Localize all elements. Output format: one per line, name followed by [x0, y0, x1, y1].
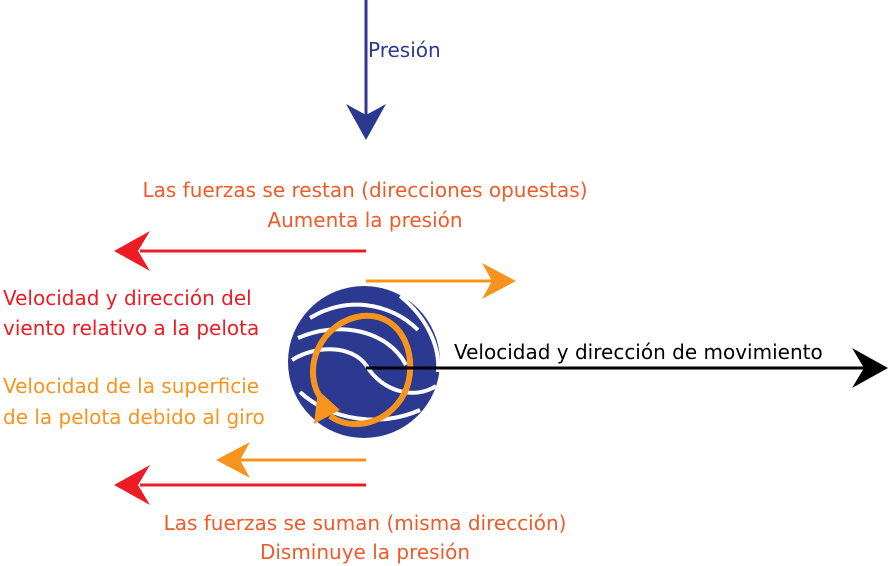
wind-label-line2: viento relativo a la pelota [3, 316, 260, 340]
bottom-forces-label: Las fuerzas se suman (misma dirección) [163, 511, 567, 535]
pressure-label: Presión [368, 38, 441, 62]
spin-label-line2: de la pelota debido al giro [3, 405, 265, 429]
bottom-wind-arrow [114, 465, 366, 505]
motion-label: Velocidad y dirección de movimiento [454, 340, 823, 364]
spin-label-line1: Velocidad de la superficie [3, 374, 260, 398]
top-wind-arrow [114, 231, 366, 271]
bottom-pressure-label: Disminuye la presión [259, 540, 471, 564]
top-pressure-label: Aumenta la presión [267, 208, 463, 232]
wind-label-line1: Velocidad y dirección del [3, 286, 252, 310]
bottom-spin-arrow [216, 442, 366, 478]
pressure-arrow [346, 0, 386, 140]
motion-arrow [366, 348, 888, 388]
top-forces-label: Las fuerzas se restan (direcciones opues… [142, 178, 588, 202]
spin-rotation-arrow [310, 312, 414, 427]
top-spin-arrow [366, 263, 516, 299]
